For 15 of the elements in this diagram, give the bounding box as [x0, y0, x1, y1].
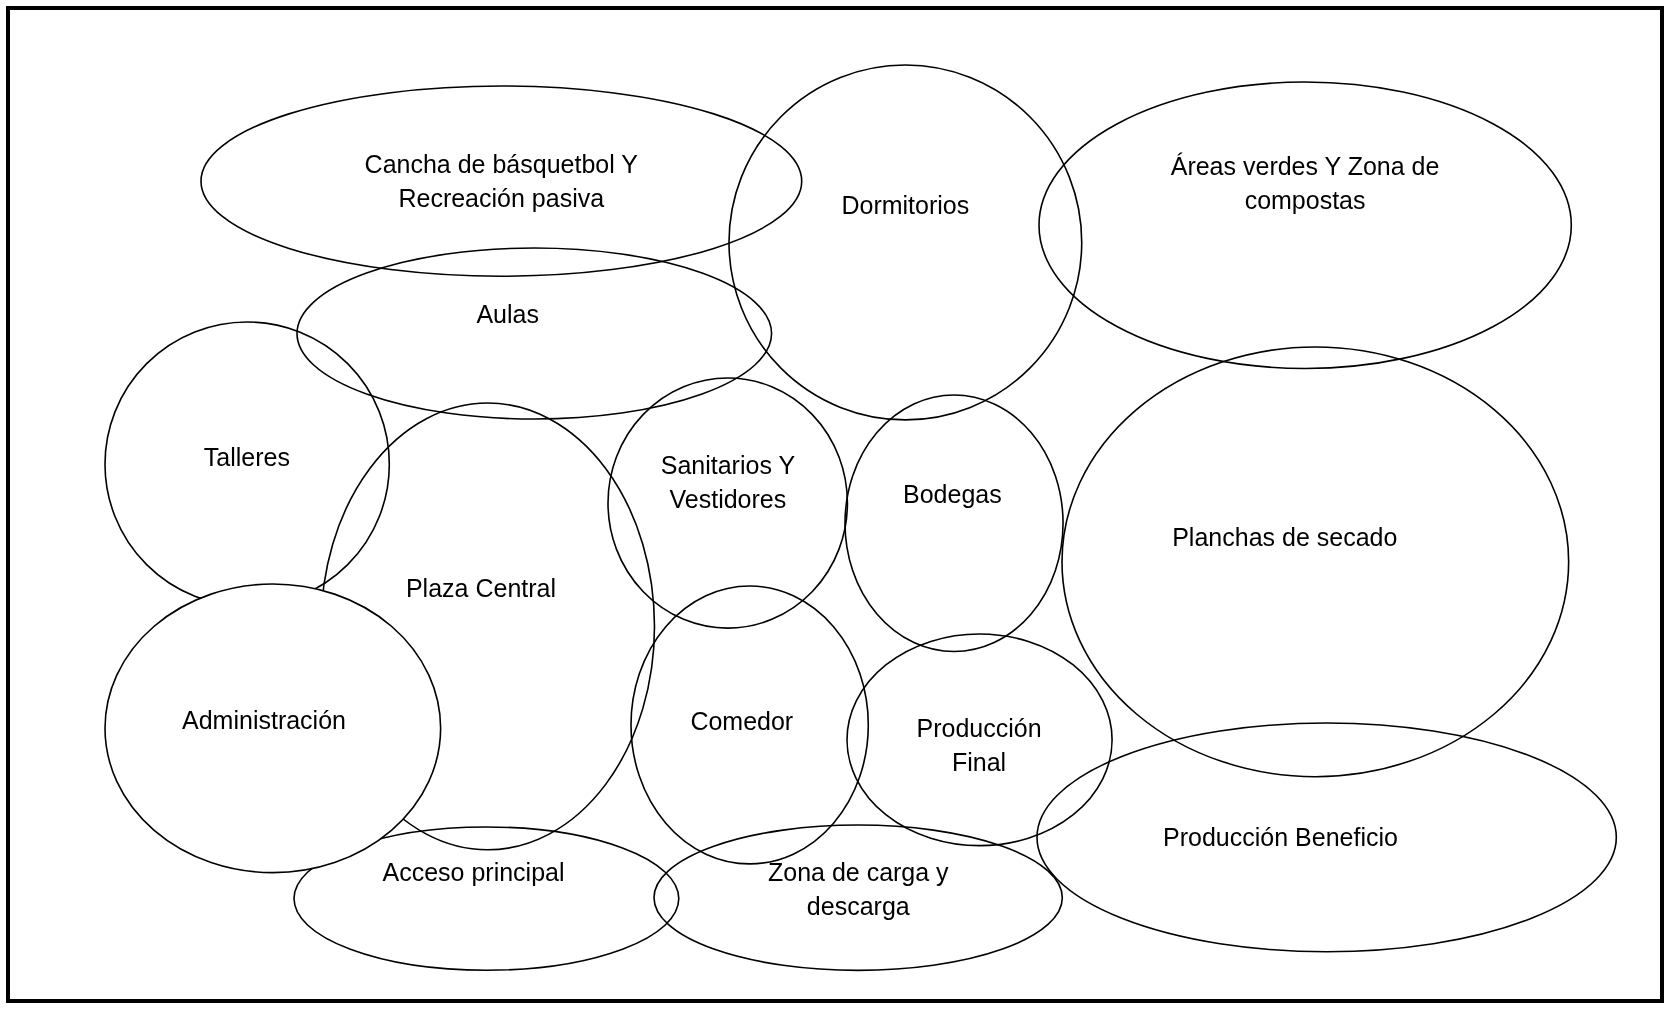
zone-label: Dormitorios — [840, 190, 971, 222]
zone-label: Comedor — [689, 706, 795, 738]
zone-label: Áreas verdes Y Zona de compostas — [1169, 150, 1441, 216]
zone-label: Producción Beneficio — [1162, 821, 1399, 853]
zone-label: Aulas — [475, 299, 540, 331]
zone-label: Zona de carga y descarga — [766, 857, 950, 923]
zone-label: Administración — [181, 705, 347, 737]
zone-label: Cancha de básquetbol Y Recreación pasiva — [363, 148, 639, 214]
zone-label: Sanitarios Y Vestidores — [659, 450, 797, 516]
zone-label: Bodegas — [902, 478, 1003, 510]
zone-label: Planchas de secado — [1171, 521, 1399, 553]
zone-label: Plaza Central — [404, 572, 557, 604]
zone-label: Talleres — [202, 442, 291, 474]
zone-label: Producción Final — [915, 713, 1043, 778]
zone-label: Acceso principal — [381, 857, 566, 889]
